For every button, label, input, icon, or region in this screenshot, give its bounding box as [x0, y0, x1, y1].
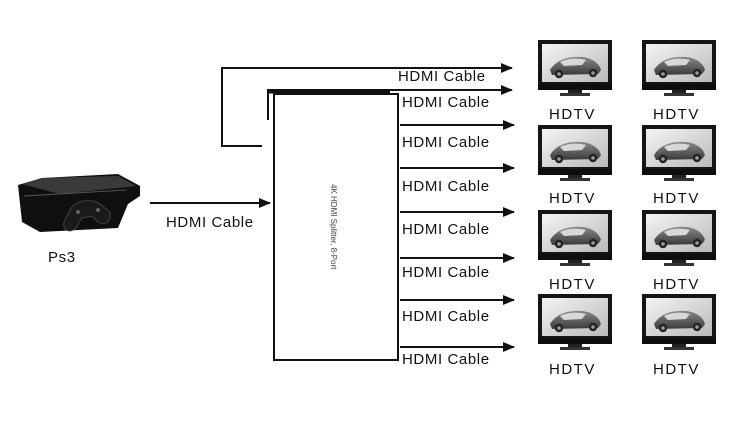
output-cable-label-8: HDMI Cable [402, 351, 490, 368]
output-cable-label-6: HDMI Cable [402, 264, 490, 281]
output-cable-label-5: HDMI Cable [402, 221, 490, 238]
game-console-icon [18, 174, 140, 232]
television-icon [642, 125, 716, 181]
television-icon [642, 40, 716, 96]
input-cable-label: HDMI Cable [166, 214, 254, 231]
television-icon [538, 210, 612, 266]
tv-label-4: HDTV [653, 190, 700, 207]
television-icon [538, 125, 612, 181]
television-icon [642, 210, 716, 266]
television-icon [642, 294, 716, 350]
tv-label-2: HDTV [653, 106, 700, 123]
tv-label-1: HDTV [549, 106, 596, 123]
tv-label-8: HDTV [653, 361, 700, 378]
output-cable-label-7: HDMI Cable [402, 308, 490, 325]
output-cable-label-2: HDMI Cable [402, 94, 490, 111]
tv-label-5: HDTV [549, 276, 596, 293]
loop-cable-1 [221, 63, 513, 147]
splitter-label: 4K HDMI Splitter, 8-Port [329, 184, 338, 270]
output-cable-label-1: HDMI Cable [398, 68, 486, 85]
splitter-box [273, 93, 399, 361]
output-cable-label-4: HDMI Cable [402, 178, 490, 195]
tv-label-7: HDTV [549, 361, 596, 378]
output-cable-label-3: HDMI Cable [402, 134, 490, 151]
television-icon [538, 294, 612, 350]
tv-label-3: HDTV [549, 190, 596, 207]
console-label: Ps3 [48, 249, 76, 266]
tv-label-6: HDTV [653, 276, 700, 293]
television-icon [538, 40, 612, 96]
loop-cable-2 [267, 85, 513, 120]
